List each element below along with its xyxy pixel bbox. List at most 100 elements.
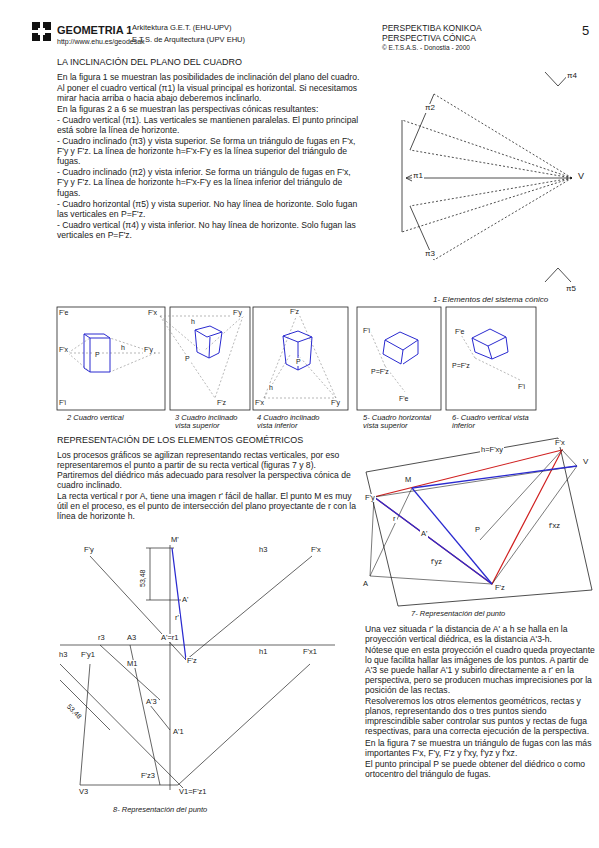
point-label: F'y (330, 399, 341, 407)
point-label: F'x1 (302, 648, 318, 656)
point-label: π3 (424, 250, 436, 259)
point-label: F'x (254, 399, 265, 407)
point-label: V1=F'z1 (178, 788, 208, 796)
paragraph: Al poner el cuadro vertical (π1) la visu… (57, 83, 362, 103)
point-label: A (362, 580, 369, 588)
point-label: A'1 (172, 728, 185, 736)
text-column: Los procesos gráficos se agilizan repres… (57, 450, 359, 522)
header-text: REPRESENTACIÓN DE LOS ELEMENTOS GEOMÉTRI… (57, 436, 303, 446)
point-label: r (392, 515, 397, 523)
header-text: PERSPEKTIBA KONIKOA (382, 24, 482, 33)
point-label: A3 (126, 634, 137, 642)
point-label: f'xz (548, 522, 561, 530)
point-label: V3 (78, 788, 89, 796)
point-label: F'z (289, 308, 300, 316)
paragraph: - Cuadro vertical (π1). Las verticales s… (57, 115, 362, 135)
figure-caption: 7- Representación del punto (410, 610, 506, 618)
point-label: A'=r1 (160, 634, 179, 642)
point-label: π5 (565, 285, 577, 294)
figure-1 (402, 72, 572, 282)
header-text: © E.T.S.A.S. - Donostia - 2000 (382, 44, 470, 51)
paragraph: En la figuras 2 a 6 se muestran las pers… (57, 104, 362, 114)
point-label: P=F'z (451, 362, 471, 370)
header-text: 5 (582, 24, 589, 38)
figure-caption: 6- Cuadro vertical vista inferior (451, 414, 537, 431)
point-label: F'i (517, 383, 526, 391)
point-label: h1 (258, 648, 268, 656)
point-label: r3 (97, 634, 106, 642)
point-label: π2 (424, 104, 436, 113)
point-label: P (184, 355, 191, 363)
paragraph: Los procesos gráficos se agilizan repres… (57, 450, 359, 490)
figure-caption: 4 Cuadro inclinado vista inferior (256, 414, 338, 431)
point-label: M' (170, 536, 180, 544)
point-label: π4 (566, 72, 578, 81)
point-label: P=F'z (370, 368, 390, 376)
point-label: A' (181, 596, 189, 604)
header-text: Arkitektura G.E.T. (EHU-UPV) (132, 24, 232, 32)
point-label: F'y (364, 494, 376, 502)
paragraph: El punto principal P se puede obtener de… (365, 759, 597, 779)
point-label: F'y (143, 346, 154, 354)
header-text: E.T.S. de Arquitectura (UPV EHU) (132, 36, 245, 44)
point-label: M1 (126, 660, 138, 668)
point-label: F'i (58, 399, 67, 407)
figure-caption: 3 Cuadro inclinado vista superior (174, 414, 252, 431)
point-label: F'z3 (140, 772, 156, 780)
point-label: F'x (554, 439, 566, 447)
figure-panels (57, 307, 536, 410)
point-label: F'i (362, 327, 371, 335)
point-label: V (577, 172, 585, 182)
point-label: f'yz (430, 558, 443, 566)
point-label: F'e (398, 395, 410, 403)
header-text: http://www.ehu.es/geodesak (57, 38, 145, 46)
figure-8 (60, 545, 335, 790)
text-column: Una vez situada r' la distancia de A' a … (365, 624, 597, 780)
paragraph: En la figura 1 se muestran las posibilid… (57, 72, 362, 82)
paragraph: En la figura 7 se muestra un triángulo d… (365, 738, 597, 758)
point-label: 53,48 (139, 568, 147, 588)
point-label: h (120, 344, 126, 352)
point-label: h (268, 384, 274, 392)
paragraph: - Cuadro inclinado (π3) y vista superior… (57, 136, 362, 166)
figure-7 (366, 438, 592, 606)
paragraph: Nótese que en esta proyección el cuadro … (365, 645, 597, 695)
point-label: F'e (58, 309, 70, 317)
point-label: A' (420, 530, 428, 538)
point-label: A'3 (145, 698, 158, 706)
point-label: F'x (147, 309, 158, 317)
paragraph: La recta vertical r por A, tiene una ima… (57, 491, 359, 521)
point-label: F'y (83, 546, 95, 554)
point-label: F'z (216, 399, 227, 407)
point-label: M (404, 476, 412, 484)
point-label: h3 (258, 546, 268, 554)
point-label: 53,48 (65, 702, 84, 721)
point-label: F'e (454, 328, 466, 336)
point-label: r' (174, 614, 180, 622)
point-label: π1 (412, 172, 424, 181)
point-label: P (295, 358, 302, 366)
point-label: h (190, 318, 196, 326)
header-text: LA INCLINACIÓN DEL PLANO DEL CUADRO (57, 58, 242, 68)
point-label: F'y1 (80, 651, 96, 659)
point-label: F'z (186, 657, 198, 665)
text-column: En la figura 1 se muestran las posibilid… (57, 72, 362, 241)
point-label: h3 (58, 651, 68, 659)
paragraph: Resolveremos los otros elementos geométr… (365, 696, 597, 736)
figure-caption: 1- Elementos del sistema cónico (432, 296, 549, 305)
page-title: GEOMETRIA 1 (57, 24, 132, 36)
point-label: h=F'xy (480, 446, 504, 454)
point-label: F'x (310, 546, 322, 554)
logo (32, 22, 51, 41)
paragraph: Una vez situada r' la distancia de A' a … (365, 624, 597, 644)
figure-caption: 8- Representación del punto (112, 806, 208, 814)
point-label: F'x (58, 346, 69, 354)
header-text: PERSPECTIVA CÓNICA (382, 34, 476, 43)
paragraph: - Cuadro vertical (π4) y vista inferior.… (57, 220, 362, 240)
point-label: F'z (494, 584, 506, 592)
figure-caption: 5- Cuadro horizontal vista superior (362, 414, 446, 431)
paragraph: - Cuadro inclinado (π2) y vista inferior… (57, 167, 362, 197)
point-label: P (94, 351, 101, 359)
figure-caption: 2 Cuadro vertical (66, 414, 163, 422)
point-label: F'y (232, 309, 243, 317)
